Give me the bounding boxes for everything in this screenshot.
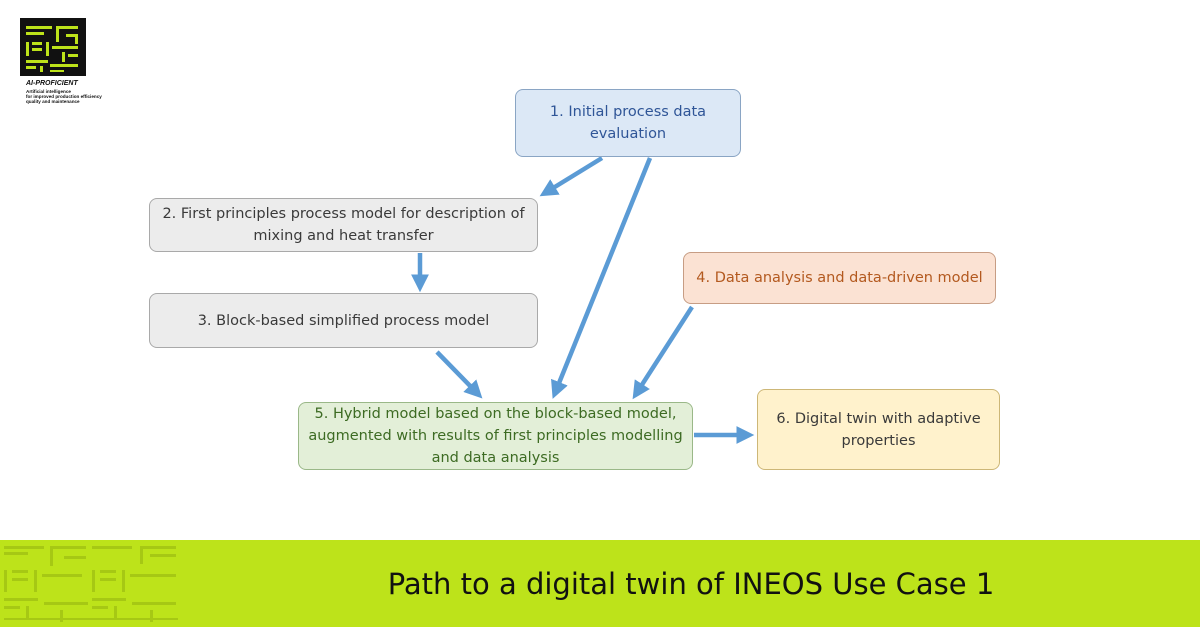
process-diagram: 1. Initial process data evaluation 2. Fi… <box>149 89 1000 470</box>
node-data-driven-model: 4. Data analysis and data-driven model <box>683 252 996 304</box>
title-banner: Path to a digital twin of INEOS Use Case… <box>0 540 1200 627</box>
arrow-n1-to-n5 <box>551 157 653 399</box>
node-hybrid-model: 5. Hybrid model based on the block-based… <box>298 402 693 470</box>
arrow-n4-to-n5 <box>632 305 694 400</box>
node-first-principles-model: 2. First principles process model for de… <box>149 198 538 252</box>
arrow-n1-to-n2 <box>539 156 604 197</box>
arrow-n3-to-n5 <box>435 350 483 399</box>
node-block-based-model: 3. Block-based simplified process model <box>149 293 538 348</box>
ai-proficient-logo <box>20 18 86 76</box>
node-initial-process-data-evaluation: 1. Initial process data evaluation <box>515 89 741 157</box>
logo-circuit-icon <box>26 26 78 72</box>
diagram-arrows <box>411 156 755 444</box>
logo-wordmark: AI-PROFICIENT <box>26 80 78 87</box>
node-digital-twin: 6. Digital twin with adaptive properties <box>757 389 1000 470</box>
circuit-pattern-icon <box>4 546 178 622</box>
page-title: Path to a digital twin of INEOS Use Case… <box>387 566 995 601</box>
logo-tagline: Artificial intelligence for improved pro… <box>26 89 102 104</box>
